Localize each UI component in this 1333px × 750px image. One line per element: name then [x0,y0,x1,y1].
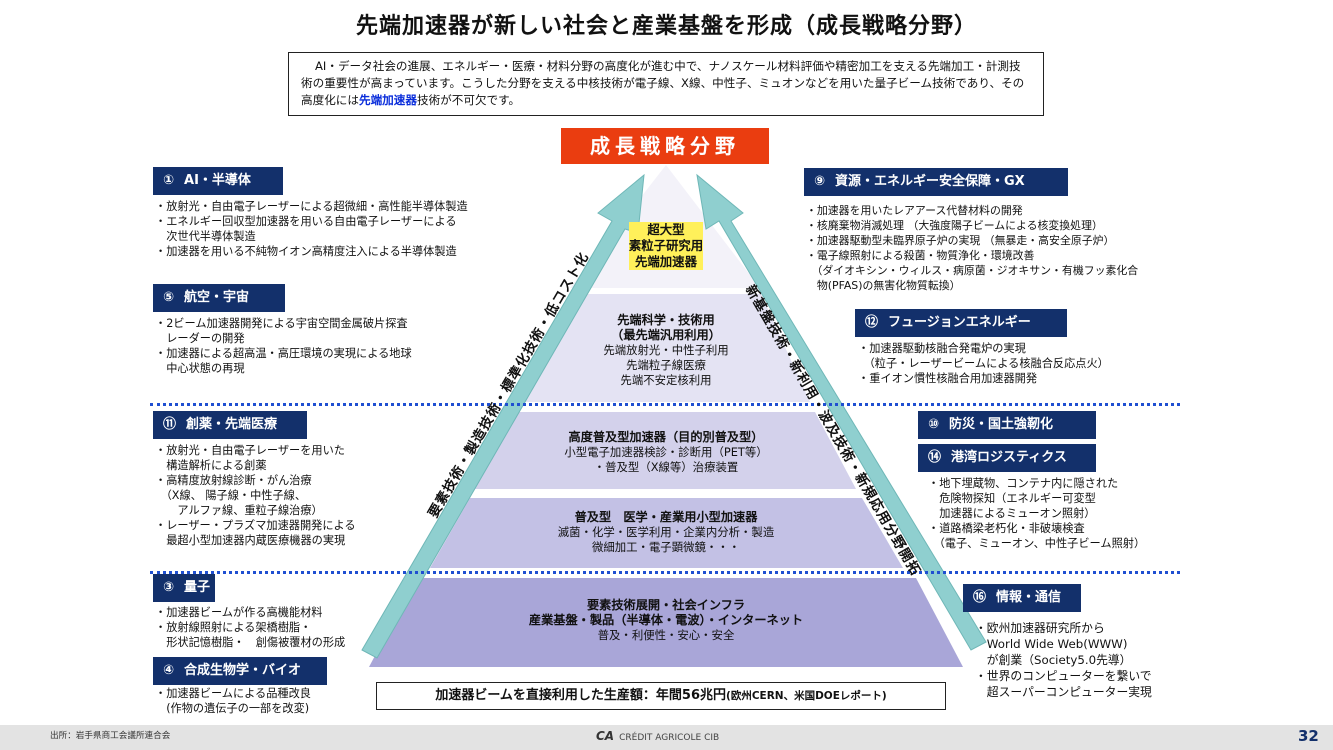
pyramid-tier-2 [521,294,810,402]
section-divider [150,571,1180,574]
tier-4-main: 普及型 医学・産業用小型加速器 [574,510,758,524]
pyramid-tier-5 [369,578,963,667]
sector-number: ⑪ [163,417,177,432]
sector-items-information-communication: ・欧州加速器研究所から World Wide Web(WWW) が創業（Soci… [975,621,1152,699]
sector-title: フュージョンエネルギー [888,315,1031,330]
logo-mark: CA [596,729,615,743]
intro-text: AI・データ社会の進展、エネルギー・医療・材料分野の高度化が進む中で、ナノスケー… [301,59,1025,107]
diagram-graphics [361,165,987,667]
sector-header-drug-medicine: ⑪ 創薬・先端医療 [153,411,307,439]
pyramid-tier-4 [430,498,903,568]
pyramid-tier-3 [474,412,856,489]
sector-title: 港湾ロジスティクス [951,450,1067,465]
sector-number: ③ [163,580,175,595]
page-number: 32 [1298,727,1319,745]
sector-items-quantum: ・加速器ビームが作る高機能材料 ・放射線照射による架橋樹脂・ 形状記憶樹脂・ 創… [155,606,346,649]
sector-header-disaster-resilience: ⑩ 防災・国土強靭化 [918,411,1096,439]
pyramid-tier-2-label: 先端科学・技術用 （最先端汎用利用） 先端放射光・中性子利用 先端粒子線医療 先… [560,313,772,388]
production-value-source: (欧州CERN、米国DOEレポート) [726,690,887,702]
sector-items-ai-semiconductor: ・放射光・自由電子レーザーによる超微細・高性能半導体製造 ・エネルギー回収型加速… [155,200,468,258]
tier-4-sub: 滅菌・化学・医学利用・企業内分析・製造 微細加工・電子顕微鏡・・・ [557,525,775,554]
footer-bar [0,725,1333,750]
production-value-text: 加速器ビームを直接利用した生産額：年間56兆円 [435,688,727,703]
sector-number: ⑯ [973,590,987,605]
sector-number: ① [163,173,175,188]
sector-header-information-communication: ⑯ 情報・通信 [963,584,1081,612]
sector-items-resources-energy-gx: ・加速器を用いたレアアース代替材料の開発 ・核廃棄物消滅処理 （大強度陽子ビーム… [806,204,1139,292]
pyramid-tier-3-label: 高度普及型加速器（目的別普及型） 小型電子加速器検診・診断用（PET等） ・普及… [510,430,822,475]
sector-number: ⑭ [928,450,942,465]
sector-header-aerospace: ⑤ 航空・宇宙 [153,284,285,312]
left-growth-arrow [361,173,645,659]
sector-title: 合成生物学・バイオ [184,663,302,678]
sector-header-port-logistics: ⑭ 港湾ロジスティクス [918,444,1096,472]
credit-agricole-logo: CA CRÉDIT AGRICOLE CIB [596,729,719,743]
sector-number: ⑨ [814,174,826,189]
sector-number: ⑤ [163,290,175,305]
sector-title: 量子 [184,580,211,595]
sector-title: 情報・通信 [996,590,1062,605]
tier-1-main: 超大型 素粒子研究用 先端加速器 [628,222,704,270]
sector-title: 資源・エネルギー安全保障・GX [835,174,1025,189]
intro-box: AI・データ社会の進展、エネルギー・医療・材料分野の高度化が進む中で、ナノスケー… [288,52,1044,116]
sector-items-drug-medicine: ・放射光・自由電子レーザーを用いた 構造解析による創薬 ・高精度放射線診断・がん… [155,444,356,547]
tier-5-main: 要素技術展開・社会インフラ 産業基盤・製品（半導体・電波）・インターネット [528,598,804,627]
sector-number: ⑩ [928,417,940,432]
sector-items-fusion-energy: ・加速器駆動核融合発電炉の実現 （粒子・レーザービームによる核融合反応点火） ・… [858,342,1109,385]
sector-title: AI・半導体 [184,173,251,188]
sector-header-synthetic-biology: ④ 合成生物学・バイオ [153,657,327,685]
pyramid-tier-4-label: 普及型 医学・産業用小型加速器 滅菌・化学・医学利用・企業内分析・製造 微細加工… [455,510,877,555]
sector-items-port-logistics: ・地下埋蔵物、コンテナ内に隠された 危険物探知（エネルギー可変型 加速器によるミ… [928,477,1146,550]
production-value-box: 加速器ビームを直接利用した生産額：年間56兆円(欧州CERN、米国DOEレポート… [376,682,946,710]
tier-3-main: 高度普及型加速器（目的別普及型） [568,430,764,444]
intro-highlight: 先端加速器 [358,93,417,107]
sector-header-resources-energy-gx: ⑨ 資源・エネルギー安全保障・GX [804,168,1068,196]
sector-title: 創薬・先端医療 [186,417,278,432]
tier-2-main: 先端科学・技術用 （最先端汎用利用） [611,313,721,342]
logo-text: CRÉDIT AGRICOLE CIB [619,733,720,743]
growth-strategy-banner: 成長戦略分野 [561,128,769,164]
sector-items-synthetic-biology: ・加速器ビームによる品種改良 (作物の遺伝子の一部を改変) [155,687,311,715]
sector-title: 航空・宇宙 [184,290,250,305]
tier-5-sub: 普及・利便性・安心・安全 [597,628,735,642]
pyramid-tier-5-label: 要素技術展開・社会インフラ 産業基盤・製品（半導体・電波）・インターネット 普及… [416,598,916,643]
source-note: 出所：岩手県商工会議所連合会 [50,731,171,741]
section-divider [150,403,1180,406]
intro-text-end: 技術が不可欠です。 [416,93,521,107]
sector-header-ai-semiconductor: ① AI・半導体 [153,167,283,195]
sector-title: 防災・国土強靭化 [949,417,1054,432]
tier-3-sub: 小型電子加速器検診・診断用（PET等） ・普及型（X線等）治療装置 [564,445,768,474]
pyramid-tier-1-label: 超大型 素粒子研究用 先端加速器 [590,222,742,270]
sector-number: ⑫ [865,315,879,330]
sector-header-quantum: ③ 量子 [153,574,215,602]
slide-title: 先端加速器が新しい社会と産業基盤を形成（成長戦略分野） [355,14,977,39]
sector-number: ④ [163,663,175,678]
tier-2-sub: 先端放射光・中性子利用 先端粒子線医療 先端不安定核利用 [603,343,729,387]
sector-items-aerospace: ・2ビーム加速器開発による宇宙空間金属破片探査 レーダーの開発 ・加速器による超… [155,317,412,375]
sector-header-fusion-energy: ⑫ フュージョンエネルギー [855,309,1067,337]
